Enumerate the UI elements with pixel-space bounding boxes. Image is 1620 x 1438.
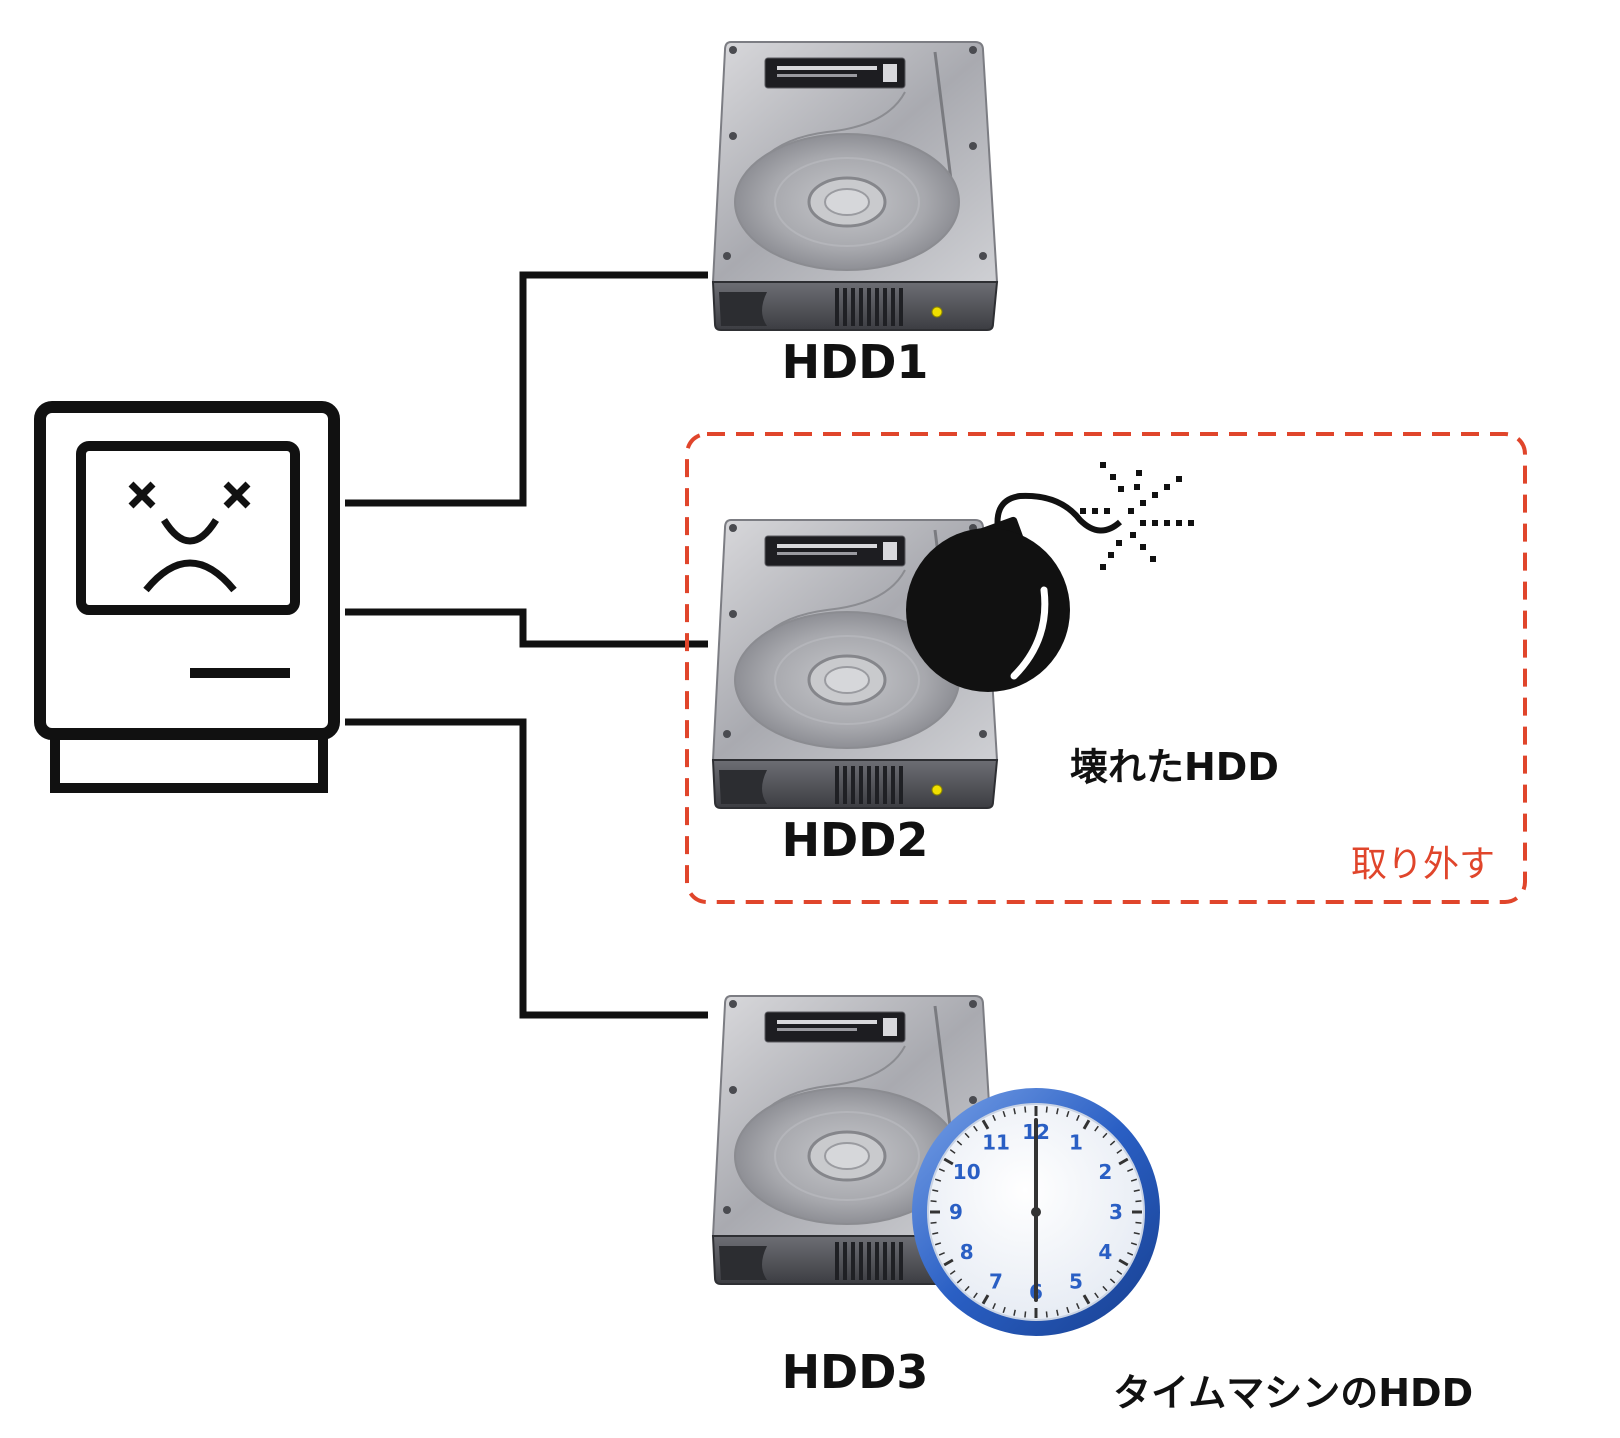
clock-tick <box>956 1140 963 1146</box>
clock-tick <box>934 1178 942 1182</box>
clock-tick <box>1056 1309 1059 1316</box>
clock-tick <box>1082 1119 1091 1130</box>
clock-tick <box>1056 1108 1059 1115</box>
sad-mac-icon <box>34 401 340 793</box>
clock-tick <box>1130 1242 1138 1246</box>
clock-tick <box>1075 1303 1080 1310</box>
clock-tick <box>992 1114 997 1121</box>
removal-box <box>685 432 1527 904</box>
clock-tick <box>949 1149 956 1154</box>
x-eye-right-icon <box>223 481 251 509</box>
drive-hdd1 <box>711 40 999 332</box>
clock-tick <box>1127 1168 1134 1173</box>
time-machine-hdd-note: タイムマシンのHDD <box>1113 1371 1473 1415</box>
clock-tick <box>964 1132 970 1139</box>
clock-tick <box>1094 1292 1099 1299</box>
clock-number: 8 <box>960 1240 974 1264</box>
clock-tick <box>1109 1140 1116 1146</box>
clock-tick <box>938 1168 945 1173</box>
clock-tick <box>949 1270 956 1275</box>
clock-tick <box>973 1292 978 1299</box>
spark-icon <box>1080 462 1194 570</box>
clock-number: 7 <box>989 1269 1003 1293</box>
clock-tick <box>956 1278 963 1284</box>
clock-tick <box>981 1119 990 1130</box>
clock-ticks <box>930 1106 1142 1318</box>
cable-hdd2 <box>345 608 708 648</box>
clock-tick <box>1135 1221 1142 1224</box>
clock-tick <box>1094 1125 1099 1132</box>
clock-tick <box>930 1200 937 1203</box>
drive-label-hdd1: HDD1 <box>782 335 929 389</box>
clock-tick <box>1002 1306 1006 1314</box>
clock-tick <box>930 1221 937 1224</box>
clock-tick <box>1130 1178 1138 1182</box>
clock-tick <box>1075 1114 1080 1121</box>
clock-tick <box>1045 1311 1048 1318</box>
clock-tick <box>1066 1110 1070 1118</box>
clock-number: 11 <box>982 1131 1010 1155</box>
clock-tick <box>1045 1106 1048 1113</box>
clock-tick <box>934 1242 942 1246</box>
clock-tick <box>1024 1311 1027 1318</box>
clock-tick <box>1013 1108 1016 1115</box>
drive-label-hdd3: HDD3 <box>782 1345 929 1399</box>
clock-tick <box>1013 1309 1016 1316</box>
clock-tick <box>992 1303 997 1310</box>
drive-label-hdd2: HDD2 <box>782 813 929 867</box>
clock-tick <box>943 1157 954 1166</box>
broken-hdd-note: 壊れたHDD <box>1070 745 1279 789</box>
removal-label: 取り外す <box>1351 844 1495 885</box>
nose <box>161 518 219 545</box>
clock-number: 4 <box>1098 1240 1112 1264</box>
clock-number: 5 <box>1069 1269 1083 1293</box>
clock-tick <box>1024 1106 1027 1113</box>
clock-number: 9 <box>949 1200 963 1224</box>
clock-tick <box>964 1285 970 1292</box>
clock-tick <box>1109 1278 1116 1284</box>
clock-tick <box>1102 1132 1108 1139</box>
clock-number: 1 <box>1069 1131 1083 1155</box>
clock-tick <box>1133 1232 1140 1235</box>
clock-icon: 121234567891011 <box>912 1088 1160 1336</box>
clock-tick <box>1116 1270 1123 1275</box>
clock-tick <box>1135 1200 1142 1203</box>
x-eye-left-icon <box>128 481 156 509</box>
computer-screen <box>76 441 300 615</box>
clock-tick <box>1116 1149 1123 1154</box>
connection-lines <box>345 271 708 1019</box>
clock-tick <box>973 1125 978 1132</box>
clock-tick <box>1102 1285 1108 1292</box>
clock-tick <box>938 1251 945 1256</box>
cable-hdd1 <box>345 271 708 507</box>
clock-tick <box>981 1294 990 1305</box>
clock-number: 3 <box>1109 1200 1123 1224</box>
clock-tick <box>1133 1189 1140 1192</box>
clock-tick <box>1066 1306 1070 1314</box>
clock-tick <box>932 1189 939 1192</box>
clock-tick <box>1118 1258 1129 1267</box>
cable-hdd3 <box>345 718 708 1019</box>
frown-mouth <box>143 559 237 593</box>
clock-tick <box>1082 1294 1091 1305</box>
clock-tick <box>1127 1251 1134 1256</box>
clock-tick <box>932 1232 939 1235</box>
clock-tick <box>1118 1157 1129 1166</box>
clock-tick <box>1002 1110 1006 1118</box>
computer-base <box>50 729 328 793</box>
clock-tick <box>943 1258 954 1267</box>
clock-number: 10 <box>953 1160 981 1184</box>
bomb-icon <box>906 462 1194 692</box>
clock-number: 2 <box>1098 1160 1112 1184</box>
hard-drive-icon <box>711 40 999 332</box>
